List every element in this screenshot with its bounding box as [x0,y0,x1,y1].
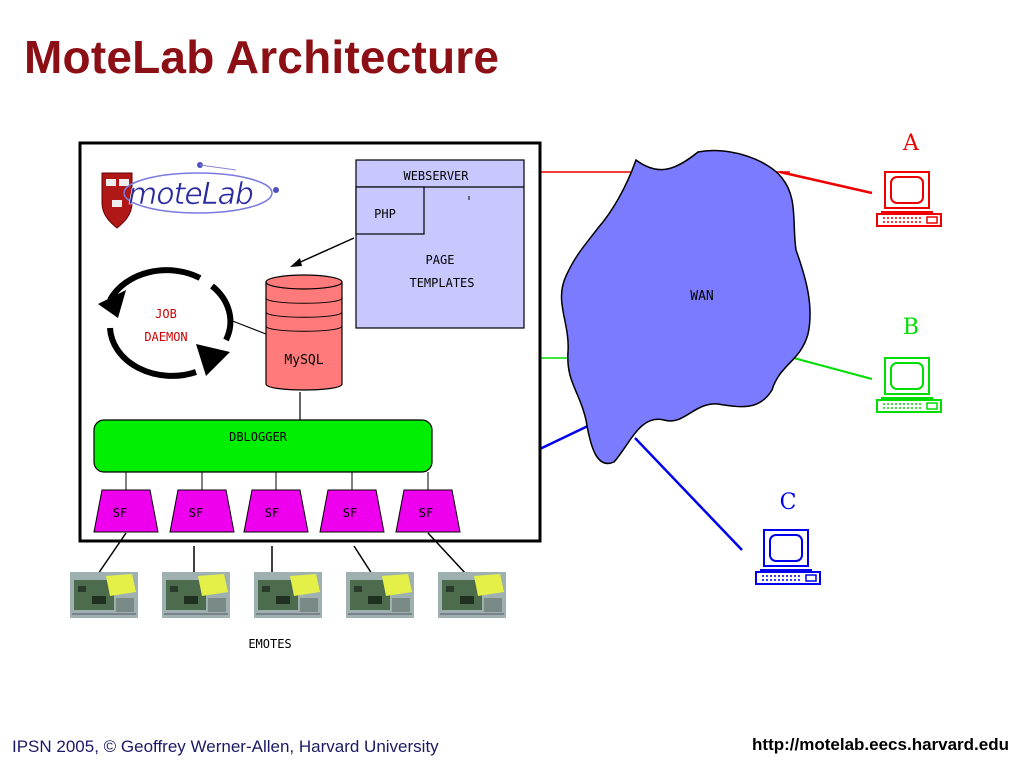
computer-a-icon [876,171,942,227]
wan-cloud [560,149,811,465]
client-b: B [876,315,942,413]
mote-icon [69,571,139,619]
client-a-label: A [902,131,920,156]
mysql-label: MySQL [284,353,323,368]
footer-credit: IPSN 2005, © Geoffrey Werner-Allen, Harv… [12,737,439,756]
client-b-label: B [903,315,919,340]
sf-label: SF [113,506,127,520]
sf-box [93,489,159,533]
php-label: PHP [374,207,396,221]
daemon-mysql-link [229,319,267,335]
dblogger-block [93,419,433,473]
client-a: A [876,131,942,227]
link-a-wan [779,170,873,195]
computer-b-icon [876,357,942,413]
sf-label: SF [343,506,357,520]
webserver-mysql-arrow [295,237,355,265]
templates-label-2: TEMPLATES [409,276,474,290]
client-c: C [755,490,821,585]
footer-url[interactable]: http://motelab.eecs.harvard.edu [752,735,1009,754]
templates-label-1: PAGE [426,253,455,267]
emotes-label: EMOTES [248,637,291,651]
wan-label: WAN [690,289,713,304]
mote-icon [437,571,507,619]
mote-cables [97,532,467,575]
webserver-block: WEBSERVER PHP PAGE TEMPLATES [355,159,525,329]
sf-box [395,489,461,533]
mysql-database: MySQL [265,274,343,391]
daemon-label: DAEMON [144,330,187,344]
client-c-label: C [780,490,797,515]
sf-label: SF [189,506,203,520]
job-label: JOB [155,307,177,321]
cycle-arrow-icon [107,327,197,379]
mote-icon [345,571,415,619]
sf-row: SF SF SF SF SF [93,472,461,533]
link-b-wan [789,356,873,380]
logo-text: moteLab [128,177,253,212]
computer-c-icon [755,529,821,585]
sf-label: SF [419,506,433,520]
mote-icon [161,571,231,619]
sf-box [169,489,235,533]
job-daemon: JOB DAEMON [98,267,234,379]
php-box [355,186,425,235]
sf-box [243,489,309,533]
dblogger-label: DBLOGGER [229,430,288,444]
sf-box [319,489,385,533]
mote-icon [253,571,323,619]
sf-label: SF [265,506,279,520]
webserver-label: WEBSERVER [403,169,469,183]
slide-title: MoteLab Architecture [24,31,500,83]
motelab-logo: moteLab [101,162,279,229]
link-c [634,437,743,551]
